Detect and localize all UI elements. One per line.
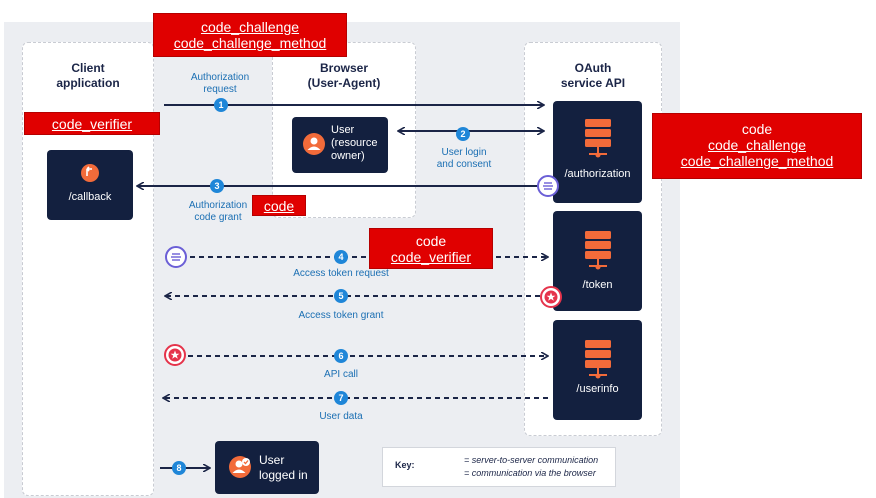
legend-key: Key: = server-to-server communication = … <box>382 447 616 487</box>
key-title: Key: <box>395 460 415 470</box>
annotation-token-request: code code_verifier <box>369 228 493 269</box>
step-7-badge: 7 <box>334 391 348 405</box>
step-4-badge: 4 <box>334 250 348 264</box>
server-icon <box>585 340 611 379</box>
server-icon <box>585 231 611 270</box>
client-lane-title: Client application <box>56 61 120 90</box>
annotation-code-grant: code <box>252 195 306 216</box>
logged-in-label: User logged in <box>259 453 308 482</box>
authorization-label: /authorization <box>564 168 631 180</box>
step-3-label: Authorization code grant <box>188 200 248 223</box>
annotation-code-verifier: code_verifier <box>24 112 160 135</box>
token-card: /token <box>553 211 642 311</box>
step-1-badge: 1 <box>214 98 228 112</box>
token-label: /token <box>582 279 613 291</box>
step-7-label: User data <box>319 411 363 422</box>
user-icon <box>303 133 325 155</box>
step-4-label: Access token request <box>293 268 389 279</box>
annotation-authorization-params: code code_challenge code_challenge_metho… <box>652 113 862 179</box>
callback-card: /callback <box>47 150 133 220</box>
step-8-badge: 8 <box>172 461 186 475</box>
step-2-badge: 2 <box>456 127 470 141</box>
userinfo-label: /userinfo <box>576 383 619 395</box>
logged-in-card: User logged in <box>215 441 319 494</box>
callback-label: /callback <box>68 191 112 203</box>
step-6-label: API call <box>324 369 358 380</box>
code-badge-icon <box>165 246 187 268</box>
star-badge-icon <box>164 344 186 366</box>
user-owner-label: User (resource owner) <box>331 124 378 162</box>
user-owner-card: User (resource owner) <box>292 117 388 173</box>
key-solid-label: = communication via the browser <box>464 468 596 478</box>
step-1-label: Authorization request <box>190 72 250 95</box>
step-5-label: Access token grant <box>298 310 384 321</box>
browser-lane-title: Browser (User-Agent) <box>307 61 381 90</box>
return-arrow-icon <box>81 164 99 182</box>
server-icon <box>585 119 611 158</box>
step-3-badge: 3 <box>210 179 224 193</box>
userinfo-card: /userinfo <box>553 320 642 420</box>
key-dashed-label: = server-to-server communication <box>464 455 599 465</box>
step-2-label: User login and consent <box>436 147 492 170</box>
code-badge-icon <box>537 175 559 197</box>
user-check-icon <box>229 456 251 478</box>
step-5-badge: 5 <box>334 289 348 303</box>
annotation-code-challenge: code_challenge code_challenge_method <box>153 13 347 57</box>
step-6-badge: 6 <box>334 349 348 363</box>
authorization-card: /authorization <box>553 101 642 203</box>
star-badge-icon <box>540 286 562 308</box>
oauth-lane-title: OAuth service API <box>560 61 626 90</box>
